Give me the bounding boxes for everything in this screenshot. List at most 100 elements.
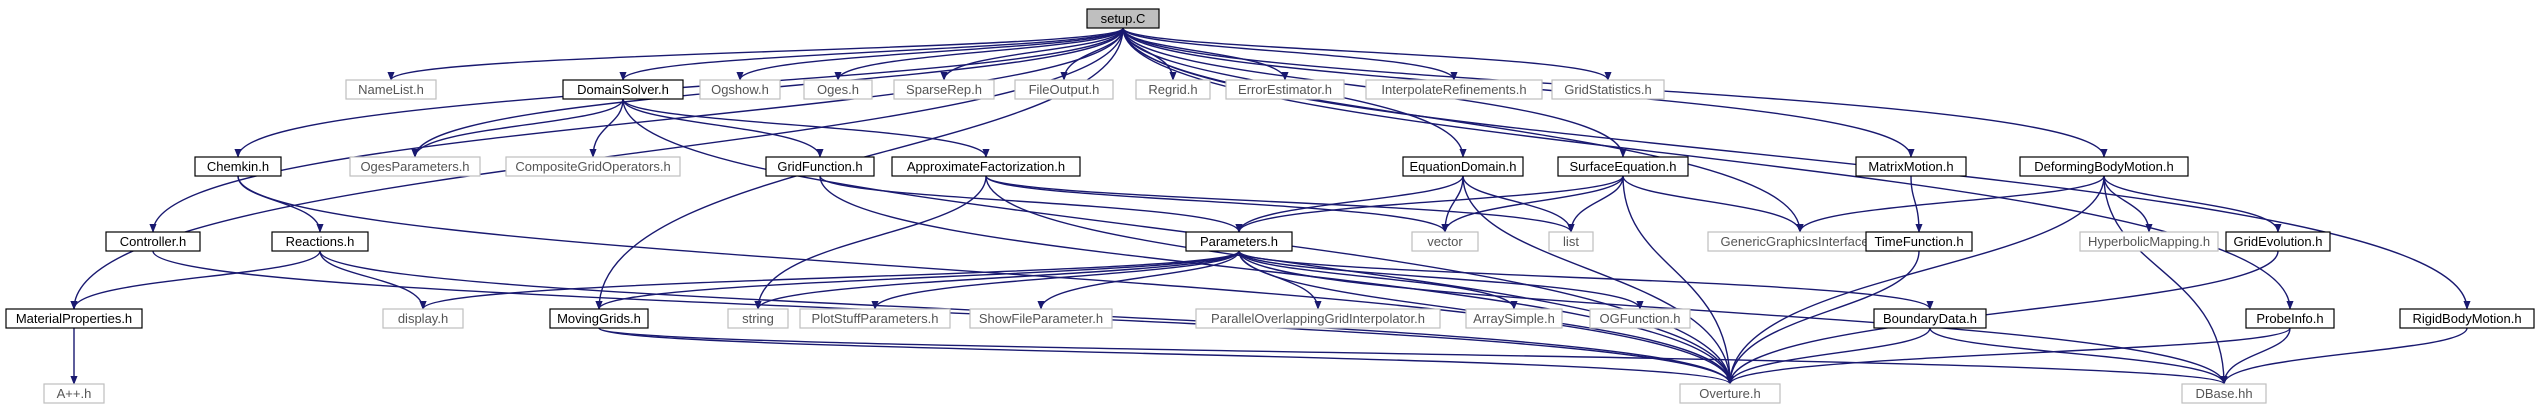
node-box [505,156,681,177]
node-label: RigidBodyMotion.h [2412,311,2521,326]
node-label: InterpolateRefinements.h [1381,82,1526,97]
node-box [1679,383,1781,404]
node-box [1873,308,1987,329]
node-box [2181,383,2267,404]
node-box [893,79,995,100]
node-box [1548,231,1594,252]
edge-parameters-h-to-display-h [419,250,1240,310]
edge-domainsolver-h-to-compositegridoperators-h [589,98,624,158]
node-label: GridFunction.h [777,159,862,174]
node-box [1365,79,1543,100]
node-box [2399,308,2535,329]
node-gridevolution-h[interactable]: GridEvolution.h [2225,231,2331,252]
node-label: ApproximateFactorization.h [907,159,1065,174]
node-box [699,79,781,100]
node-gridfunction-h[interactable]: GridFunction.h [765,156,875,177]
node-overture-h: Overture.h [1679,383,1781,404]
edge-surfaceequation-h-to-overture-h [1622,175,1734,385]
node-showfileparameter-h: ShowFileParameter.h [969,308,1113,329]
node-box [1589,308,1691,329]
node-setup-c[interactable]: setup.C [1086,8,1160,29]
node-boundarydata-h[interactable]: BoundaryData.h [1873,308,1987,329]
edge-surfaceequation-h-to-vector [1441,175,1624,233]
edge-setup-c-to-sparserep-h [940,27,1124,81]
edge-deformingbodymotion-h-to-hyperbolicmapping-h [2103,175,2153,233]
node-materialproperties-h[interactable]: MaterialProperties.h [5,308,143,329]
node-regrid-h: Regrid.h [1135,79,1211,100]
edge-setup-c-to-interpolaterefinements-h [1122,27,1458,81]
node-approximatefactorization-h[interactable]: ApproximateFactorization.h [891,156,1081,177]
node-box [1551,79,1665,100]
node-box [1402,156,1524,177]
node-label: ArraySimple.h [1473,311,1555,326]
node-box [2079,231,2219,252]
edge-deformingbodymotion-h-to-overture-h [1726,175,2105,385]
node-label: GenericGraphicsInterface.h [1721,234,1880,249]
node-box [1465,308,1563,329]
node-vector: vector [1411,231,1479,252]
node-chemkin-h[interactable]: Chemkin.h [194,156,282,177]
node-parameters-h[interactable]: Parameters.h [1185,231,1293,252]
node-surfaceequation-h[interactable]: SurfaceEquation.h [1557,156,1689,177]
edge-chemkin-h-to-reactions-h [237,175,324,233]
node-deformingbodymotion-h[interactable]: DeformingBodyMotion.h [2019,156,2189,177]
node-namelist-h: NameList.h [345,79,437,100]
node-controller-h[interactable]: Controller.h [105,231,201,252]
node-matrixmotion-h[interactable]: MatrixMotion.h [1855,156,1967,177]
node-label: Overture.h [1699,386,1760,401]
node-probeinfo-h[interactable]: ProbeInfo.h [2245,308,2335,329]
edge-deformingbodymotion-h-to-dbase-hh [2103,175,2228,385]
edge-timefunction-h-to-overture-h [1726,250,1920,385]
edge-parameters-h-to-arraysimple-h [1238,250,1518,310]
node-box [765,156,875,177]
node-box [2225,231,2331,252]
node-box [727,308,789,329]
node-movinggrids-h[interactable]: MovingGrids.h [549,308,649,329]
edge-setup-c-to-controller-h [149,27,1124,233]
node-string: string [727,308,789,329]
edge-movinggrids-h-to-dbase-hh [598,327,2228,385]
node-reactions-h[interactable]: Reactions.h [271,231,369,252]
node-domainsolver-h[interactable]: DomainSolver.h [562,79,684,100]
node-label: Controller.h [120,234,186,249]
node-label: Regrid.h [1148,82,1197,97]
edge-equationdomain-h-to-list [1462,175,1575,233]
node-label: list [1563,234,1579,249]
node-label: Ogshow.h [711,82,769,97]
node-list: list [1548,231,1594,252]
edge-probeinfo-h-to-dbase-hh [2220,327,2291,385]
node-rigidbodymotion-h[interactable]: RigidBodyMotion.h [2399,308,2535,329]
edge-gridfunction-h-to-parameters-h [819,175,1243,233]
node-equationdomain-h[interactable]: EquationDomain.h [1402,156,1524,177]
edge-reactions-h-to-display-h [319,250,427,310]
edge-equationdomain-h-to-overture-h [1462,175,1734,385]
node-box [799,308,951,329]
node-label: HyperbolicMapping.h [2088,234,2210,249]
node-label: GridEvolution.h [2234,234,2323,249]
node-label: SurfaceEquation.h [1570,159,1677,174]
edge-setup-c-to-oges-h [834,27,1124,81]
node-timefunction-h[interactable]: TimeFunction.h [1865,231,1973,252]
edge-parameters-h-to-string [754,250,1240,310]
edge-equationdomain-h-to-parameters-h [1235,175,1464,233]
node-label: display.h [398,311,448,326]
node-oges-h: Oges.h [803,79,873,100]
edge-setup-c-to-ogshow-h [736,27,1124,81]
node-box [43,383,105,404]
node-box [271,231,369,252]
node-a-h: A++.h [43,383,105,404]
node-plotstuffparameters-h: PlotStuffParameters.h [799,308,951,329]
node-fileoutput-h: FileOutput.h [1014,79,1114,100]
node-label: Parameters.h [1200,234,1278,249]
node-box [1185,231,1293,252]
node-genericgraphicsinterface-h: GenericGraphicsInterface.h [1707,231,1893,252]
node-ogfunction-h: OGFunction.h [1589,308,1691,329]
edge-reactions-h-to-materialproperties-h [70,250,321,310]
edge-domainsolver-h-to-approximatefactorization-h [622,98,990,158]
node-compositegridoperators-h: CompositeGridOperators.h [505,156,681,177]
edge-setup-c-to-gridstatistics-h [1122,27,1612,81]
node-box [105,231,201,252]
node-box [1086,8,1160,29]
node-hyperbolicmapping-h: HyperbolicMapping.h [2079,231,2219,252]
node-label: EquationDomain.h [1410,159,1517,174]
